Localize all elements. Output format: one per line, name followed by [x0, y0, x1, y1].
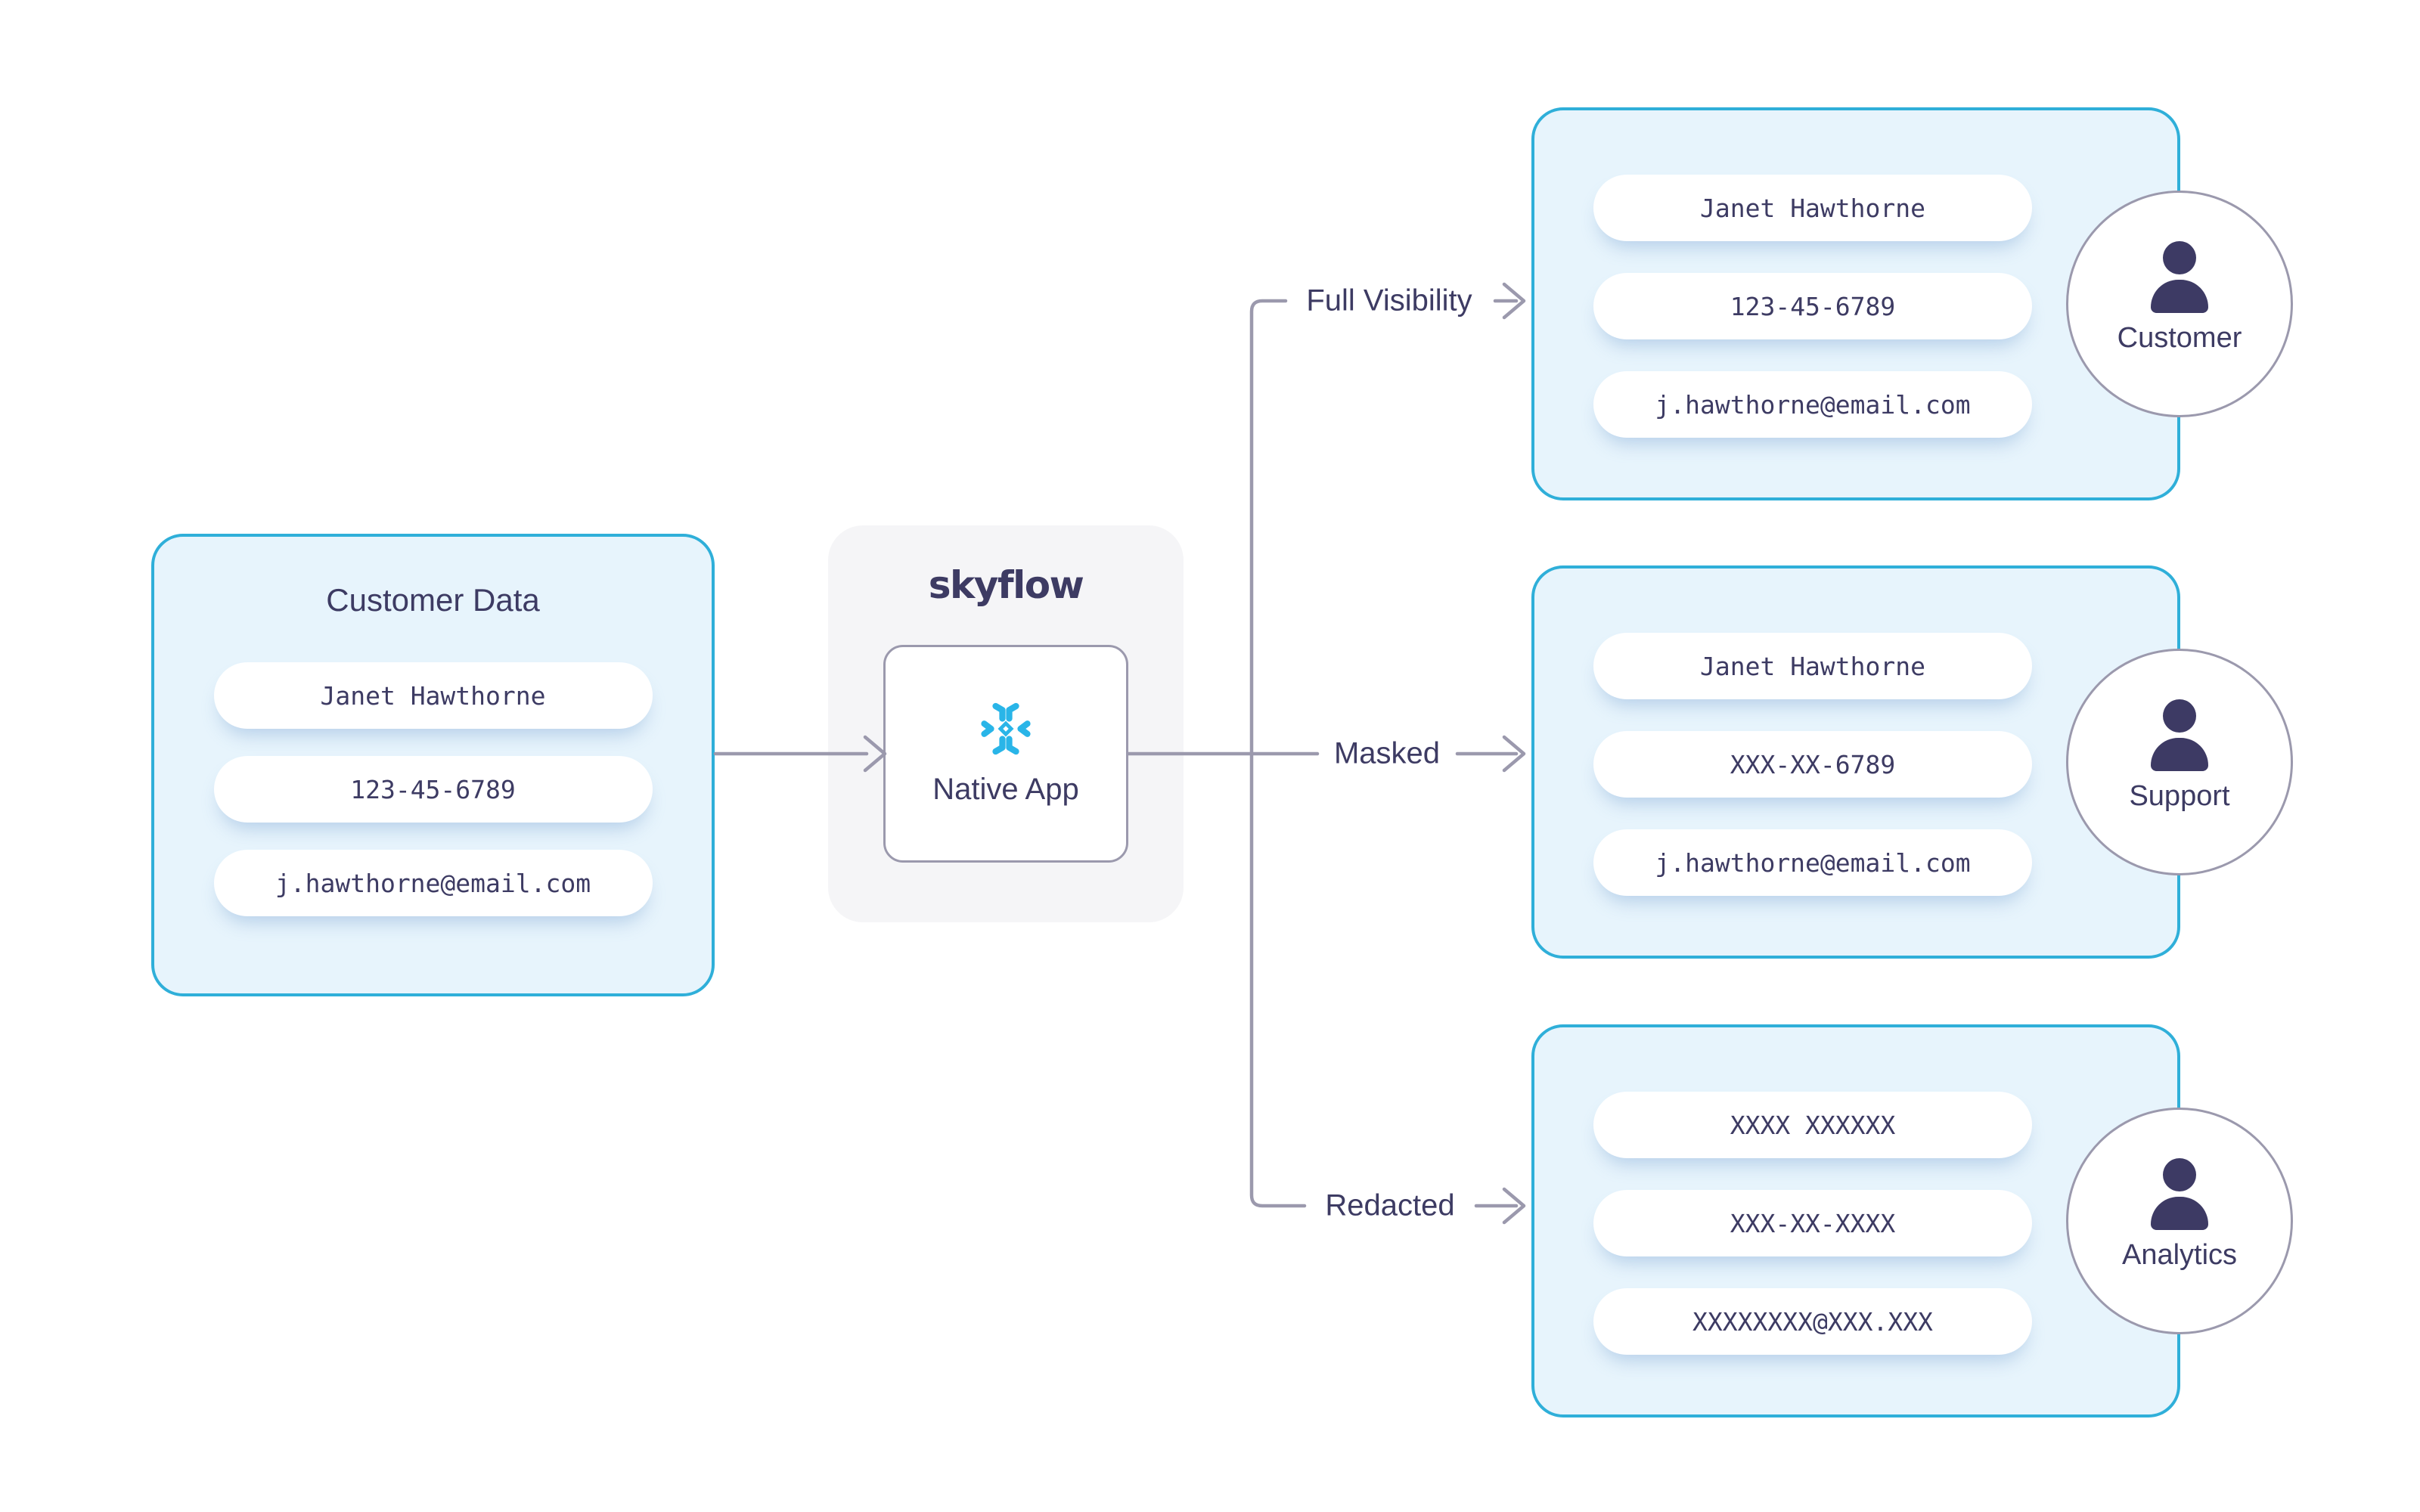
- result-pill-stack: Janet Hawthorne XXX-XX-6789 j.hawthorne@…: [1593, 633, 2032, 896]
- branch-label-masked: Masked: [1329, 736, 1445, 771]
- branch-label-full-visibility: Full Visibility: [1302, 284, 1477, 318]
- person-head: [2163, 1158, 2196, 1191]
- data-pill-name: XXXX XXXXXX: [1593, 1092, 2032, 1158]
- customer-data-box: Customer Data Janet Hawthorne 123-45-678…: [151, 534, 715, 996]
- data-pill-ssn: XXX-XX-6789: [1593, 731, 2032, 798]
- data-pill-ssn: 123-45-6789: [213, 756, 653, 823]
- snowflake-icon: [981, 702, 1031, 754]
- person-icon: [2151, 241, 2208, 313]
- skyflow-container: skyflow Native App: [828, 525, 1184, 922]
- pill-text: XXX-XX-6789: [1730, 749, 1896, 779]
- pill-text: j.hawthorne@email.com: [1655, 847, 1971, 878]
- skyflow-logo-wordmark: skyflow: [928, 563, 1084, 607]
- data-pill-name: Janet Hawthorne: [1593, 175, 2032, 241]
- arrowhead-redacted: [1502, 1187, 1526, 1225]
- person-body: [2151, 1197, 2208, 1230]
- native-app-label: Native App: [932, 772, 1079, 806]
- person-head: [2163, 241, 2196, 274]
- data-pill-name: Janet Hawthorne: [1593, 633, 2032, 699]
- data-pill-name: Janet Hawthorne: [213, 662, 653, 729]
- data-pill-email: j.hawthorne@email.com: [1593, 371, 2032, 438]
- customer-data-title: Customer Data: [326, 582, 540, 618]
- pill-text: XXXXXXXX@XXX.XXX: [1692, 1306, 1933, 1337]
- actor-circle-customer: Customer: [2066, 191, 2293, 417]
- pill-text: Janet Hawthorne: [1699, 651, 1925, 681]
- pill-text: XXX-XX-XXXX: [1730, 1208, 1896, 1238]
- pill-text: j.hawthorne@email.com: [1655, 389, 1971, 420]
- data-pill-email: XXXXXXXX@XXX.XXX: [1593, 1288, 2032, 1355]
- actor-label-analytics: Analytics: [2121, 1239, 2238, 1271]
- arrowhead-full-visibility: [1502, 282, 1526, 320]
- source-pill-stack: Janet Hawthorne 123-45-6789 j.hawthorne@…: [154, 662, 712, 916]
- actor-label-customer: Customer: [2117, 322, 2242, 354]
- data-pill-email: j.hawthorne@email.com: [213, 850, 653, 916]
- pill-text: 123-45-6789: [1730, 291, 1896, 321]
- person-icon: [2151, 1158, 2208, 1230]
- actor-circle-support: Support: [2066, 649, 2293, 875]
- data-pill-ssn: 123-45-6789: [1593, 273, 2032, 339]
- actor-label-support: Support: [2129, 780, 2230, 812]
- data-pill-ssn: XXX-XX-XXXX: [1593, 1190, 2032, 1256]
- branch-label-redacted: Redacted: [1320, 1188, 1460, 1223]
- branch-trunk: [1249, 299, 1307, 1208]
- person-body: [2151, 280, 2208, 313]
- pill-text: Janet Hawthorne: [1699, 193, 1925, 223]
- person-head: [2163, 699, 2196, 733]
- result-pill-stack: Janet Hawthorne 123-45-6789 j.hawthorne@…: [1593, 175, 2032, 438]
- person-body: [2151, 738, 2208, 771]
- arrowhead-source-to-app: [863, 735, 887, 773]
- arrowhead-masked: [1502, 735, 1526, 773]
- person-icon: [2151, 699, 2208, 771]
- pill-text: 123-45-6789: [350, 774, 516, 804]
- pill-text: XXXX XXXXXX: [1730, 1110, 1896, 1140]
- pill-text: j.hawthorne@email.com: [275, 868, 591, 898]
- actor-circle-analytics: Analytics: [2066, 1108, 2293, 1334]
- result-pill-stack: XXXX XXXXXX XXX-XX-XXXX XXXXXXXX@XXX.XXX: [1593, 1092, 2032, 1355]
- data-pill-email: j.hawthorne@email.com: [1593, 829, 2032, 896]
- pill-text: Janet Hawthorne: [320, 680, 546, 711]
- result-box-masked: Janet Hawthorne XXX-XX-6789 j.hawthorne@…: [1531, 565, 2180, 959]
